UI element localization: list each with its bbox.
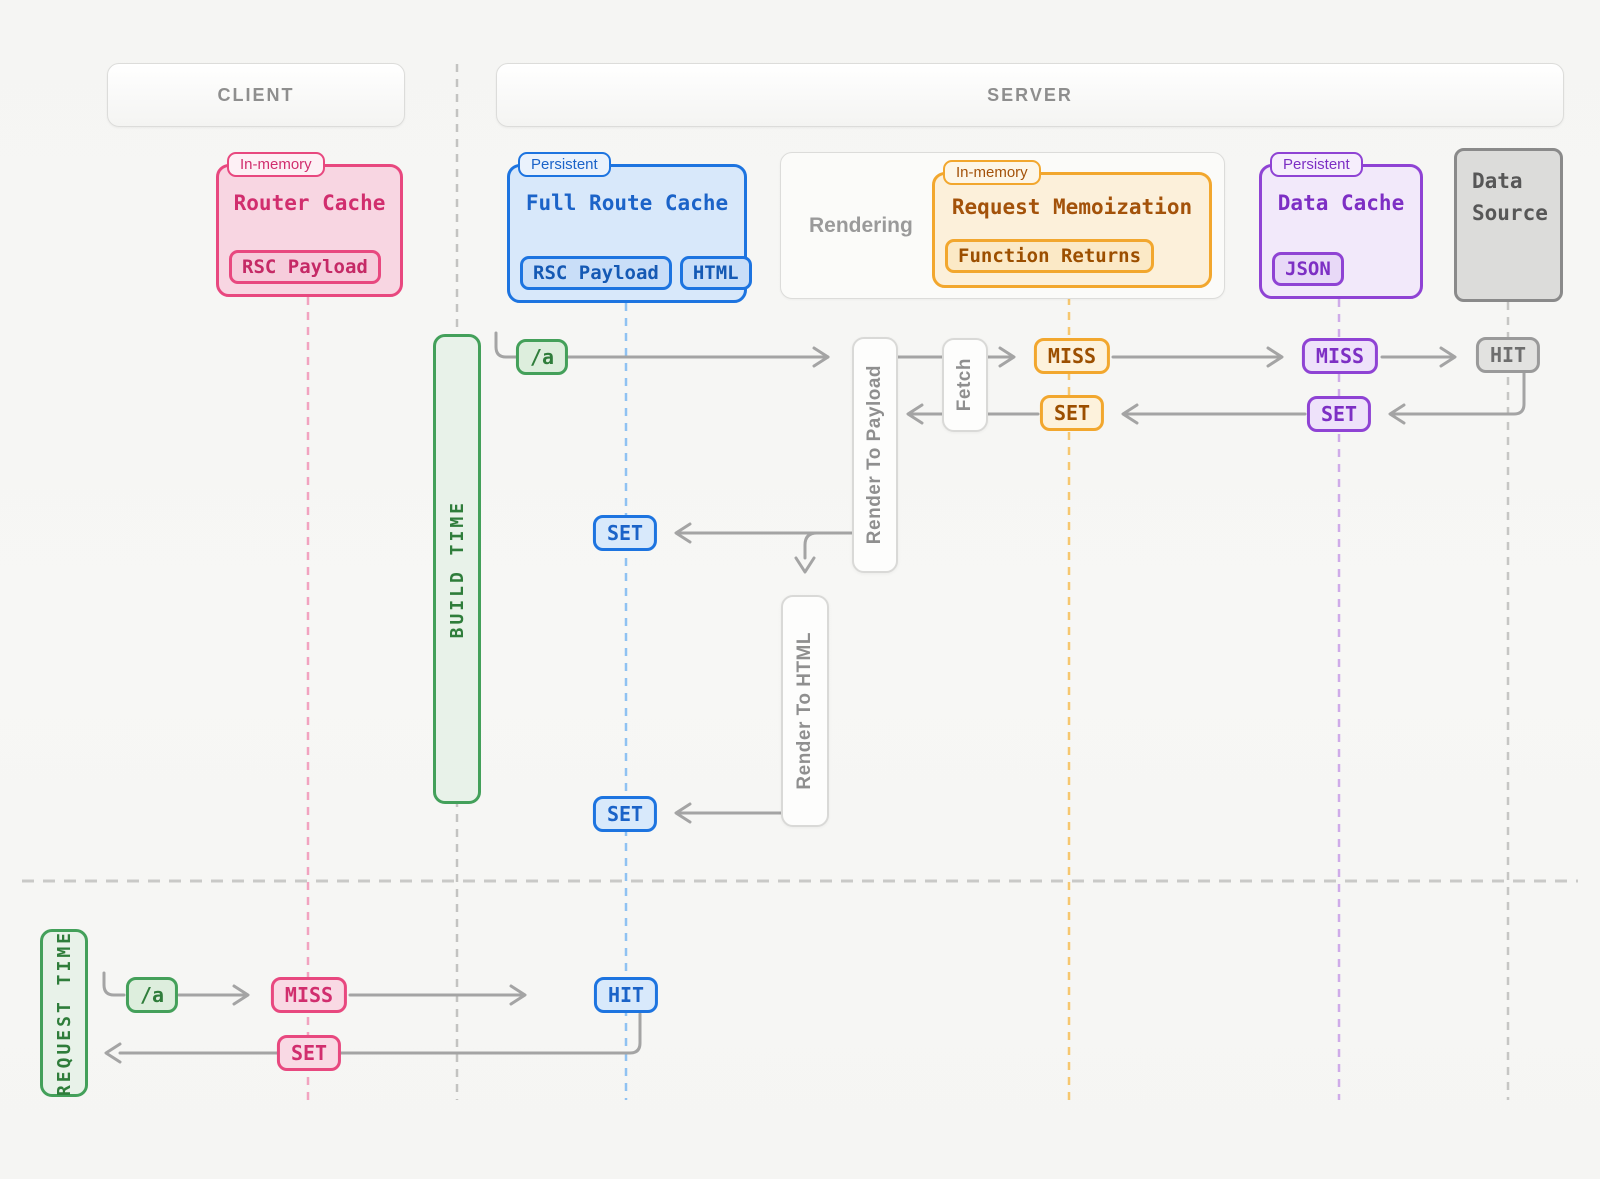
router-cache-title: Router Cache (233, 191, 386, 215)
fetch-box: Fetch (942, 338, 988, 432)
request-time-lane: REQUEST TIME (40, 929, 88, 1097)
render-to-html-box: Render To HTML (781, 595, 829, 827)
full-route-set-chip: SET (592, 515, 658, 551)
client-label: CLIENT (217, 84, 295, 105)
rsc-payload-chip: RSC Payload (520, 256, 672, 290)
data-cache-title: Data Cache (1277, 191, 1405, 215)
data-cache-set-chip: SET (1306, 396, 1372, 432)
in-memory-tag: In-memory (227, 152, 325, 177)
render-to-payload-box: Render To Payload (852, 337, 898, 573)
data-cache-box: Persistent Data Cache JSON (1259, 152, 1423, 299)
rsc-payload-chip: RSC Payload (229, 250, 381, 284)
memo-miss-chip: MISS (1033, 338, 1111, 374)
persistent-tag: Persistent (1270, 152, 1363, 177)
data-source-hit-chip: HIT (1475, 337, 1541, 373)
request-time-label: REQUEST TIME (53, 929, 75, 1097)
build-time-lane: BUILD TIME (433, 334, 481, 804)
data-source-box: Data Source (1454, 148, 1563, 302)
rendering-label: Rendering (809, 213, 913, 237)
data-source-label: Data Source (1472, 169, 1548, 225)
request-memoization-box: In-memory Request Memoization Function R… (932, 160, 1212, 288)
router-miss-chip: MISS (270, 977, 348, 1013)
function-returns-chip: Function Returns (945, 239, 1155, 273)
router-set-chip: SET (276, 1035, 342, 1071)
full-route-set-chip: SET (592, 796, 658, 832)
full-route-cache-title: Full Route Cache (525, 191, 729, 215)
persistent-tag: Persistent (518, 152, 611, 177)
data-cache-miss-chip: MISS (1301, 338, 1379, 374)
server-label: SERVER (987, 84, 1073, 105)
json-chip: JSON (1272, 252, 1344, 286)
route-a-chip: /a (125, 977, 179, 1013)
render-to-payload-label: Render To Payload (864, 365, 885, 545)
html-chip: HTML (679, 256, 752, 290)
fetch-label: Fetch (954, 358, 975, 412)
render-to-html-label: Render To HTML (794, 632, 815, 790)
flow-arrows (102, 331, 1526, 1064)
memo-set-chip: SET (1039, 395, 1105, 431)
full-route-cache-box: Persistent Full Route Cache RSC Payload … (507, 152, 752, 303)
client-section-header: CLIENT (107, 63, 405, 127)
request-memoization-title: Request Memoization (951, 195, 1193, 219)
full-route-hit-chip: HIT (593, 977, 659, 1013)
route-a-chip: /a (515, 339, 569, 375)
build-time-label: BUILD TIME (446, 499, 468, 639)
router-cache-box: In-memory Router Cache RSC Payload (216, 152, 403, 297)
in-memory-tag: In-memory (943, 160, 1041, 185)
server-section-header: SERVER (496, 63, 1564, 127)
